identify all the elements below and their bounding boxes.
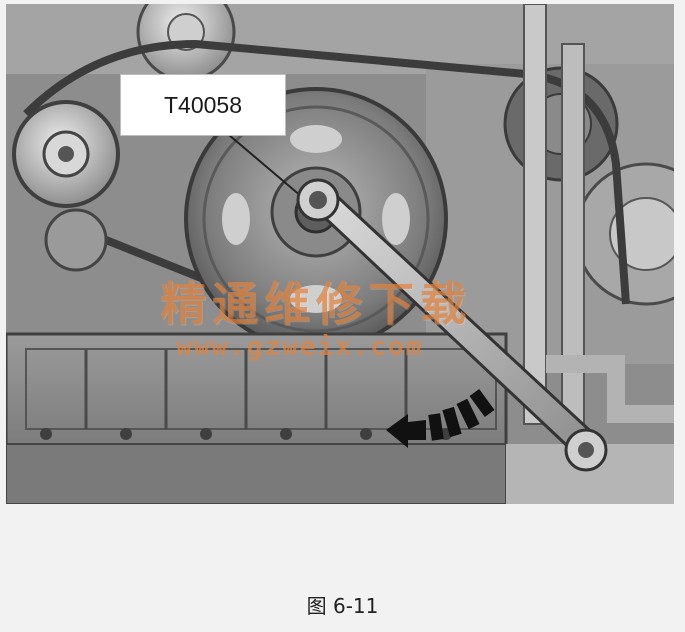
tool-label: T40058: [120, 74, 286, 136]
rotate-left-arrow-icon: [386, 388, 495, 448]
watermark-url: www.gzweix.com: [176, 332, 424, 362]
figure-caption: 图 6-11: [306, 594, 379, 618]
engine-drawing: [6, 4, 674, 504]
wrench-tool: [296, 178, 608, 472]
watermark-chinese: 精通维修下载: [160, 277, 472, 331]
engine-illustration: T40058: [6, 4, 674, 504]
